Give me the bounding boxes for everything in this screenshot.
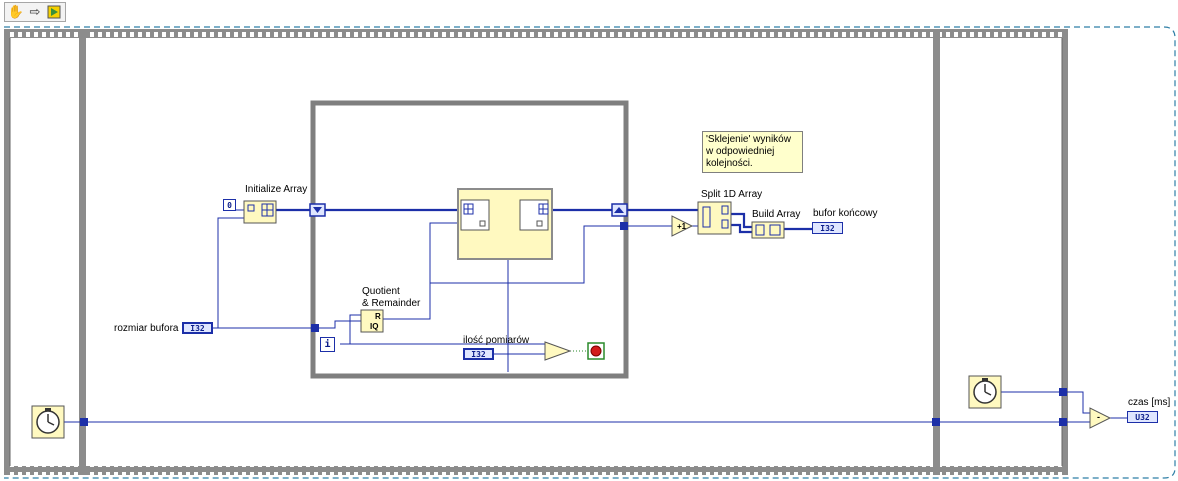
stop-condition-terminal (587, 342, 605, 360)
decrement-symbol: - (1097, 412, 1100, 422)
init-constant[interactable]: 0 (223, 199, 236, 211)
junctions (80, 222, 1067, 426)
comment-line3: kolejności. (706, 158, 753, 169)
initialize-array-label: Initialize Array (245, 184, 308, 195)
build-array-label: Build Array (752, 209, 801, 220)
increment-node (671, 215, 694, 237)
ilosc-pomiarow-control[interactable]: I32 (463, 348, 494, 360)
for-loop (310, 100, 629, 379)
build-array-node (751, 221, 785, 239)
czas-label: czas [ms] (1128, 397, 1171, 408)
czas-indicator[interactable]: U32 (1127, 411, 1158, 423)
split-1d-array-node (697, 201, 732, 235)
qr-bottom-symbol: IQ (370, 322, 379, 331)
increment-symbol: +1 (677, 222, 687, 231)
inplace-element-structure (457, 188, 553, 260)
comment-note: 'Sklejenie' wyników w odpowiedniej kolej… (702, 131, 803, 173)
quotient-remainder-node (360, 309, 384, 333)
tick-count-clock-2 (968, 375, 1002, 409)
run-vi-icon[interactable] (46, 4, 62, 20)
arrow-right-icon[interactable]: ⇨ (29, 4, 41, 19)
split-1d-array-label: Split 1D Array (701, 189, 763, 200)
greater-or-equal-node (544, 341, 572, 361)
bufor-koncowy-indicator[interactable]: I32 (812, 222, 843, 234)
qr-top-symbol: R (375, 312, 381, 321)
quotient-label-line2: & Remainder (362, 298, 421, 309)
tick-count-clock-1 (31, 405, 65, 439)
ilosc-pomiarow-label: ilość pomiarów (463, 335, 530, 346)
comment-line2: w odpowiedniej (706, 146, 775, 157)
quotient-label-line1: Quotient (362, 286, 400, 297)
toolbar: ✋ ⇨ (4, 2, 66, 22)
rozmiar-bufora-control[interactable]: I32 (182, 322, 213, 334)
hand-icon[interactable]: ✋ (7, 4, 25, 19)
wires (64, 208, 1128, 423)
shift-register-right (611, 203, 628, 217)
shift-register-left (309, 203, 326, 217)
comment-line1: 'Sklejenie' wyników (706, 134, 791, 145)
initialize-array-node (243, 200, 277, 224)
subtract-node (1089, 407, 1112, 429)
iteration-terminal: i (320, 337, 335, 352)
rozmiar-bufora-label: rozmiar bufora (114, 323, 179, 334)
bufor-koncowy-label: bufor końcowy (813, 208, 878, 219)
outer-dashed-border (4, 26, 1176, 479)
